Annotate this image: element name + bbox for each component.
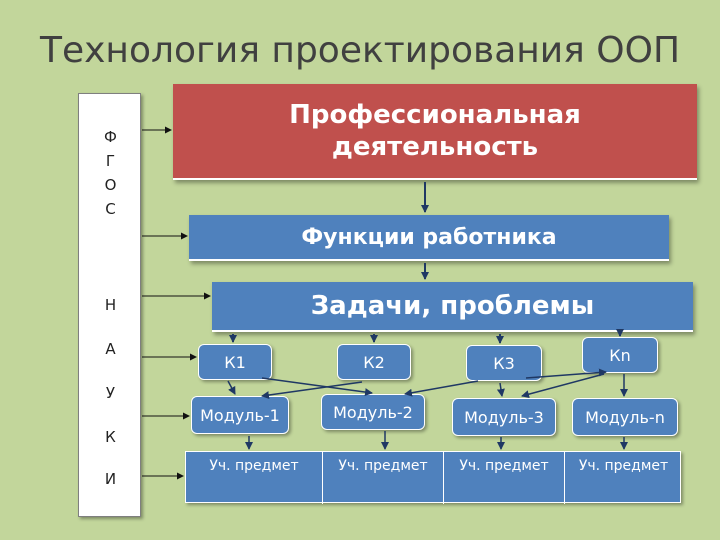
- letter-i: И: [104, 470, 117, 488]
- worker-functions-label: Функции работника: [301, 224, 557, 250]
- module-3-label: Модуль-3: [464, 407, 544, 427]
- competency-k1-label: К1: [224, 352, 246, 372]
- competency-k3-label: К3: [493, 353, 515, 373]
- competency-k2-label: К2: [363, 352, 385, 372]
- arrow-k3-kn: [525, 368, 607, 379]
- worker-functions-box: Функции работника: [189, 215, 669, 261]
- subject-2: Уч. предмет: [338, 458, 428, 474]
- subject-divider: [322, 452, 323, 504]
- letter-u: У: [105, 384, 116, 402]
- competency-k3: К3: [466, 345, 542, 381]
- competency-k2: К2: [337, 344, 411, 380]
- competency-kn-label: Кn: [609, 345, 631, 365]
- module-1: Модуль-1: [191, 396, 289, 434]
- professional-activity-label: Профессиональная деятельность: [289, 99, 581, 163]
- letter-a: А: [105, 340, 116, 358]
- tasks-problems-label: Задачи, проблемы: [310, 291, 595, 321]
- slide-title: Технология проектирования ООП: [39, 30, 681, 71]
- module-3: Модуль-3: [452, 398, 556, 436]
- letter-o: О: [104, 176, 117, 194]
- tasks-problems-box: Задачи, проблемы: [212, 282, 693, 332]
- arrow-kn-m3: [521, 373, 605, 399]
- arrow-k1-m1: [227, 380, 236, 395]
- arrow-k3-m3: [496, 382, 505, 397]
- module-n-label: Модуль-n: [585, 407, 665, 427]
- competency-k1: К1: [198, 344, 272, 380]
- letter-n: Н: [104, 296, 117, 314]
- competency-kn: Кn: [582, 337, 658, 373]
- letter-k: К: [105, 428, 116, 446]
- subject-1: Уч. предмет: [209, 458, 299, 474]
- letter-f: Ф: [104, 128, 117, 146]
- letter-s: С: [105, 200, 116, 218]
- subject-divider: [564, 452, 565, 504]
- professional-activity-box: Профессиональная деятельность: [173, 84, 697, 180]
- module-n: Модуль-n: [572, 398, 678, 436]
- fgos-science-bar: Ф Г О С Н А У К И: [78, 93, 141, 517]
- letter-g: Г: [105, 152, 116, 170]
- subject-4: Уч. предмет: [578, 458, 669, 474]
- arrow-k3-m2: [404, 380, 479, 397]
- module-2: Модуль-2: [321, 394, 425, 430]
- subject-divider: [443, 452, 444, 504]
- arrow-k2-m1: [261, 381, 363, 399]
- subjects-strip: Уч. предмет Уч. предмет Уч. предмет Уч. …: [185, 451, 681, 504]
- subject-3: Уч. предмет: [459, 458, 549, 474]
- module-1-label: Модуль-1: [200, 405, 280, 425]
- arrow-k1-m2: [261, 377, 373, 397]
- module-2-label: Модуль-2: [333, 402, 413, 422]
